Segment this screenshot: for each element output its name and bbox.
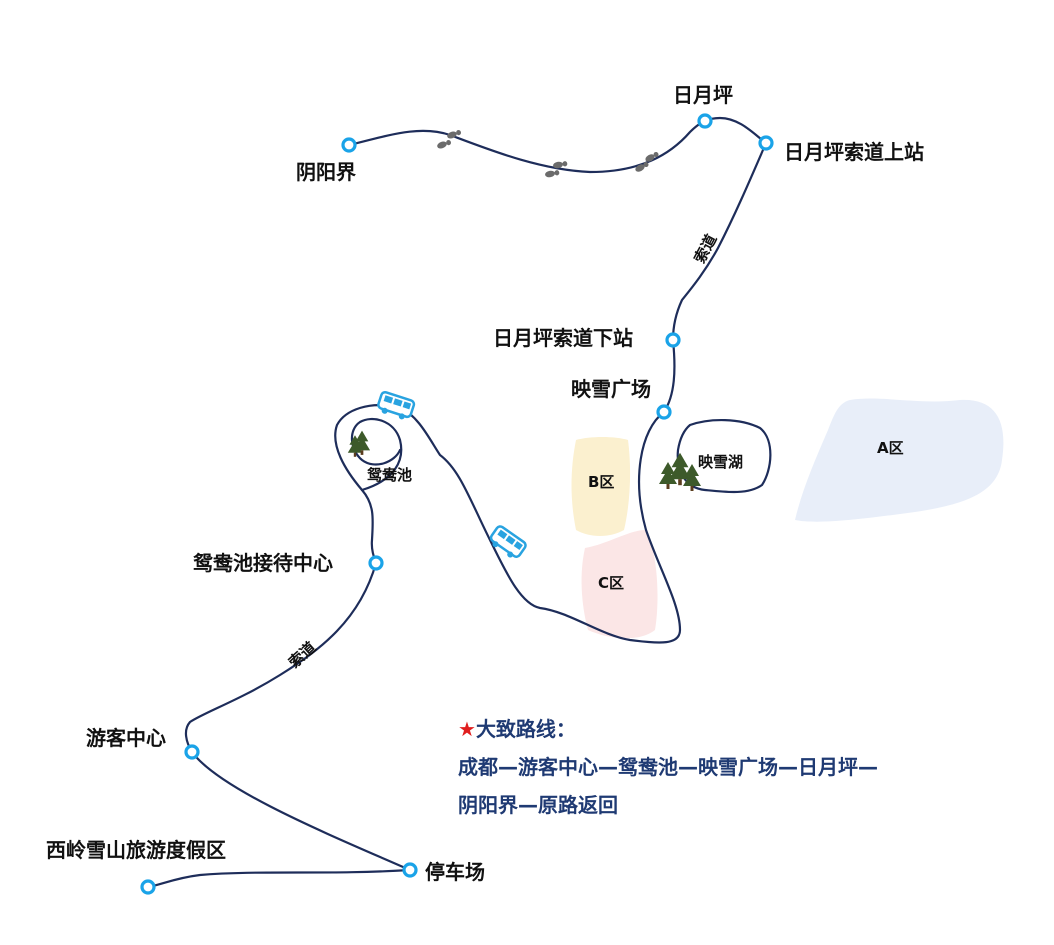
stop-label-parking: 停车场 [425, 860, 485, 884]
bus-icon [485, 523, 529, 563]
zone-a-area [795, 398, 1004, 522]
stop-label-yingxue-square: 映雪广场 [571, 377, 651, 401]
lake-label: 映雪湖 [698, 453, 744, 471]
zone-c-label: C区 [598, 574, 625, 592]
star-icon: ★ [458, 717, 476, 741]
stop-label-resort: 西岭雪山旅游度假区 [46, 838, 226, 862]
footprints-icon [436, 128, 660, 179]
stop-label-yinyangjie: 阴阳界 [296, 160, 356, 184]
zone-b-label: B区 [588, 473, 615, 491]
stop-label-cableway-top: 日月坪索道上站 [784, 140, 924, 164]
route-summary-title: ★大致路线： [458, 717, 576, 741]
stop-label-yuanyangchi: 鸳鸯池 [367, 466, 413, 484]
station-marker-icon [140, 113, 774, 895]
route-summary-line2: 阴阳界—原路返回 [458, 793, 618, 817]
route-summary: ★大致路线： 成都—游客中心—鸳鸯池—映雪广场—日月坪— 阴阳界—原路返回 [458, 710, 878, 824]
zone-a-label: A区 [877, 439, 904, 457]
route-summary-line1: 成都—游客中心—鸳鸯池—映雪广场—日月坪— [458, 755, 878, 779]
stop-label-visitor-center: 游客中心 [86, 726, 166, 750]
stop-label-riyueping: 日月坪 [673, 83, 733, 107]
bus-icon [374, 389, 417, 423]
zone-c-area [581, 530, 658, 639]
stop-label-cableway-bottom: 日月坪索道下站 [493, 326, 633, 350]
route-line [146, 116, 772, 889]
stop-label-yuanyangchi-center: 鸳鸯池接待中心 [193, 551, 333, 575]
zone-b-area [571, 437, 631, 536]
